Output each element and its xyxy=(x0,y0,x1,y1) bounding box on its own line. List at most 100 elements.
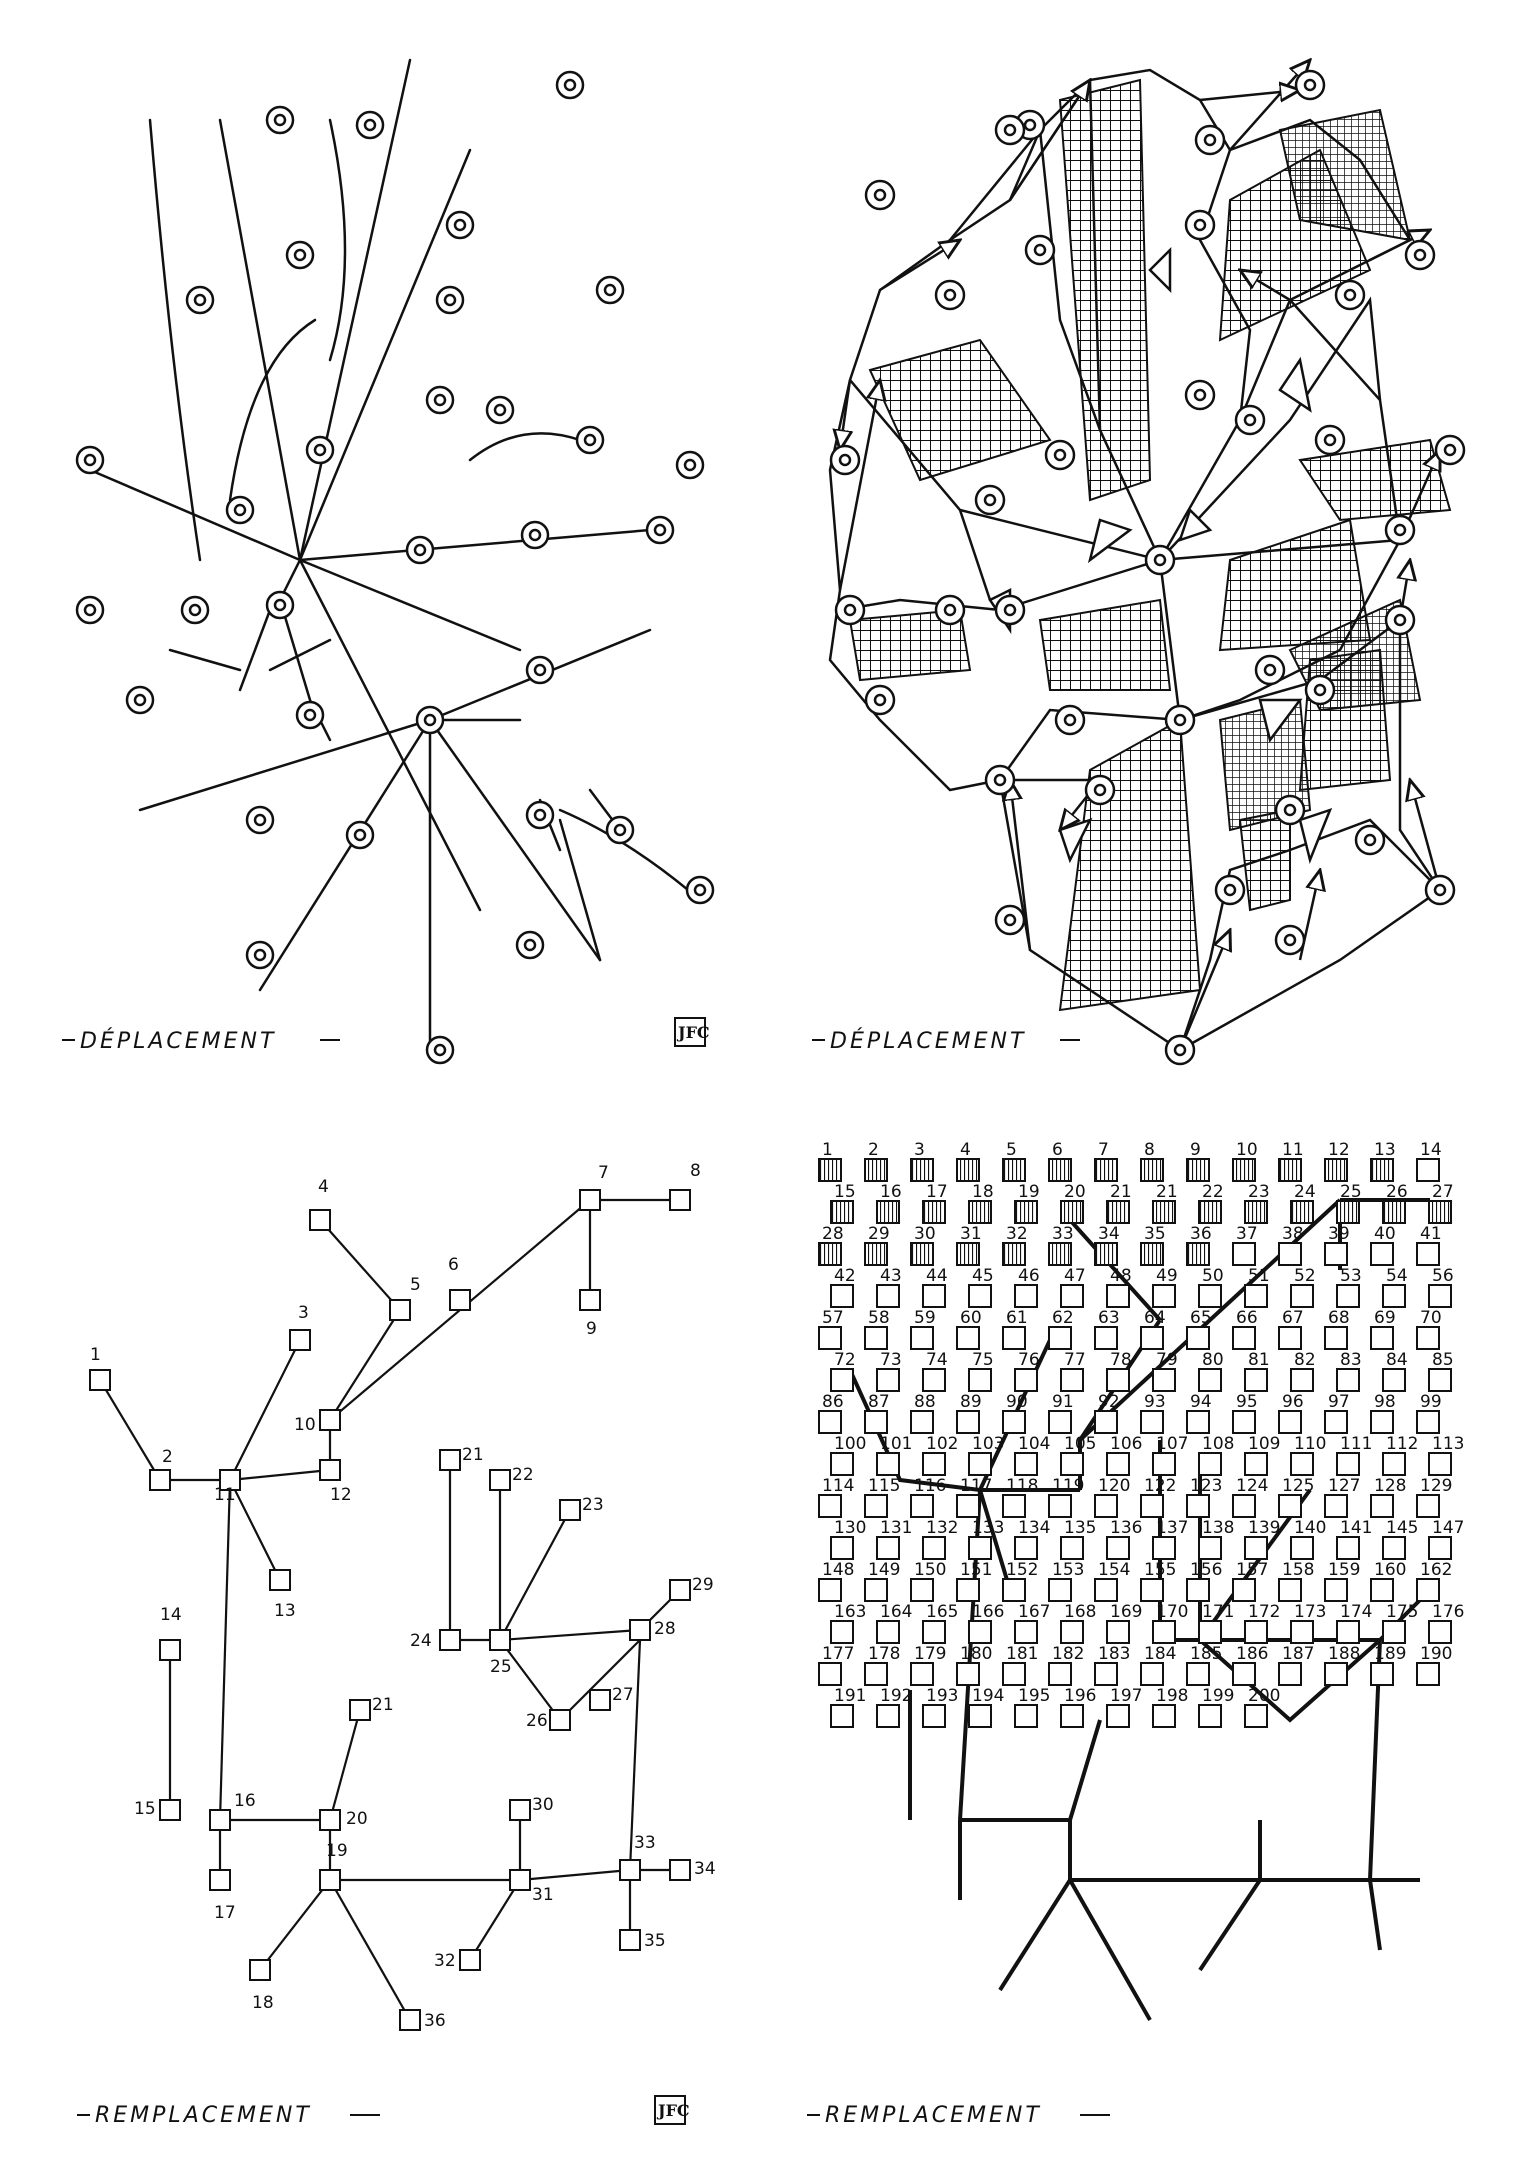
node-box xyxy=(1003,1579,1025,1601)
node-label: 184 xyxy=(1144,1644,1176,1664)
node-label: 175 xyxy=(1386,1602,1418,1622)
node-label: 31 xyxy=(960,1224,982,1244)
ringed-node-core xyxy=(275,115,285,125)
node-label: 189 xyxy=(1374,1644,1406,1664)
node-label: 106 xyxy=(1110,1434,1142,1454)
node-box xyxy=(1061,1201,1083,1223)
node-box xyxy=(819,1411,841,1433)
node-box xyxy=(911,1495,933,1517)
node-label: 164 xyxy=(880,1602,912,1622)
node-label: 179 xyxy=(914,1644,946,1664)
node-box xyxy=(819,1579,841,1601)
node-box xyxy=(1337,1285,1359,1307)
ringed-node-core xyxy=(1095,785,1105,795)
node-label: 21 xyxy=(1110,1182,1132,1202)
node-label: 2 xyxy=(162,1447,173,1467)
node-label: 61 xyxy=(1006,1308,1028,1328)
node-box xyxy=(1141,1663,1163,1685)
node-label: 37 xyxy=(1236,1224,1258,1244)
node-box xyxy=(831,1285,853,1307)
node-box xyxy=(1371,1159,1393,1181)
node-box xyxy=(1383,1537,1405,1559)
node-label: 65 xyxy=(1190,1308,1212,1328)
node-box xyxy=(1417,1663,1439,1685)
seal-bottom-text: JFC xyxy=(656,2101,690,2120)
node-box xyxy=(1003,1243,1025,1265)
node-box xyxy=(1371,1579,1393,1601)
node-box xyxy=(90,1370,110,1390)
node-label: 4 xyxy=(318,1177,329,1197)
ringed-node-core xyxy=(1415,250,1425,260)
node-box xyxy=(877,1621,899,1643)
ringed-node-core xyxy=(875,695,885,705)
ringed-node-core xyxy=(1005,915,1015,925)
node-label: 165 xyxy=(926,1602,958,1622)
node-box xyxy=(1417,1411,1439,1433)
node-box xyxy=(1383,1621,1405,1643)
node-label: 198 xyxy=(1156,1686,1188,1706)
node-label: 69 xyxy=(1374,1308,1396,1328)
node-box xyxy=(1187,1579,1209,1601)
ringed-node-core xyxy=(1325,435,1335,445)
node-box xyxy=(1141,1495,1163,1517)
node-label: 50 xyxy=(1202,1266,1224,1286)
node-box xyxy=(911,1159,933,1181)
node-label: 10 xyxy=(294,1415,316,1435)
node-label: 48 xyxy=(1110,1266,1132,1286)
node-box xyxy=(1199,1705,1221,1727)
node-label: 129 xyxy=(1420,1476,1452,1496)
node-box xyxy=(1383,1201,1405,1223)
ringed-node-core xyxy=(845,605,855,615)
node-box xyxy=(1337,1537,1359,1559)
node-box xyxy=(1245,1705,1267,1727)
node-label: 119 xyxy=(1052,1476,1084,1496)
node-box xyxy=(911,1579,933,1601)
node-label: 13 xyxy=(274,1601,296,1621)
node-box xyxy=(1383,1453,1405,1475)
node-box xyxy=(1291,1369,1313,1391)
node-box xyxy=(1061,1621,1083,1643)
node-label: 139 xyxy=(1248,1518,1280,1538)
node-box xyxy=(150,1470,170,1490)
node-label: 13 xyxy=(1374,1140,1396,1160)
seal-top-text: JFC xyxy=(676,1023,710,1042)
node-box xyxy=(1279,1495,1301,1517)
node-label: 168 xyxy=(1064,1602,1096,1622)
node-box xyxy=(923,1621,945,1643)
node-label: 42 xyxy=(834,1266,856,1286)
node-box xyxy=(1199,1201,1221,1223)
node-label: 80 xyxy=(1202,1350,1224,1370)
ringed-node-core xyxy=(435,1045,445,1055)
node-box xyxy=(865,1579,887,1601)
node-box xyxy=(819,1663,841,1685)
node-box xyxy=(320,1810,340,1830)
node-label: 12 xyxy=(1328,1140,1350,1160)
node-label: 54 xyxy=(1386,1266,1408,1286)
node-box xyxy=(877,1285,899,1307)
node-label: 173 xyxy=(1294,1602,1326,1622)
node-box xyxy=(1049,1663,1071,1685)
node-label: 166 xyxy=(972,1602,1004,1622)
node-label: 170 xyxy=(1156,1602,1188,1622)
node-label: 97 xyxy=(1328,1392,1350,1412)
ringed-node-core xyxy=(1245,415,1255,425)
node-label: 100 xyxy=(834,1434,866,1454)
node-label: 46 xyxy=(1018,1266,1040,1286)
node-label: 33 xyxy=(634,1833,656,1853)
node-box xyxy=(923,1705,945,1727)
node-label: 40 xyxy=(1374,1224,1396,1244)
node-box xyxy=(1107,1285,1129,1307)
ringed-node-core xyxy=(1175,1045,1185,1055)
node-label: 136 xyxy=(1110,1518,1142,1538)
node-box xyxy=(1015,1453,1037,1475)
node-label: 127 xyxy=(1328,1476,1360,1496)
ringed-node-core xyxy=(655,525,665,535)
node-label: 62 xyxy=(1052,1308,1074,1328)
node-box xyxy=(1015,1705,1037,1727)
node-label: 114 xyxy=(822,1476,854,1496)
node-label: 140 xyxy=(1294,1518,1326,1538)
ringed-node-core xyxy=(1005,125,1015,135)
node-label: 86 xyxy=(822,1392,844,1412)
node-box xyxy=(160,1800,180,1820)
node-label: 45 xyxy=(972,1266,994,1286)
